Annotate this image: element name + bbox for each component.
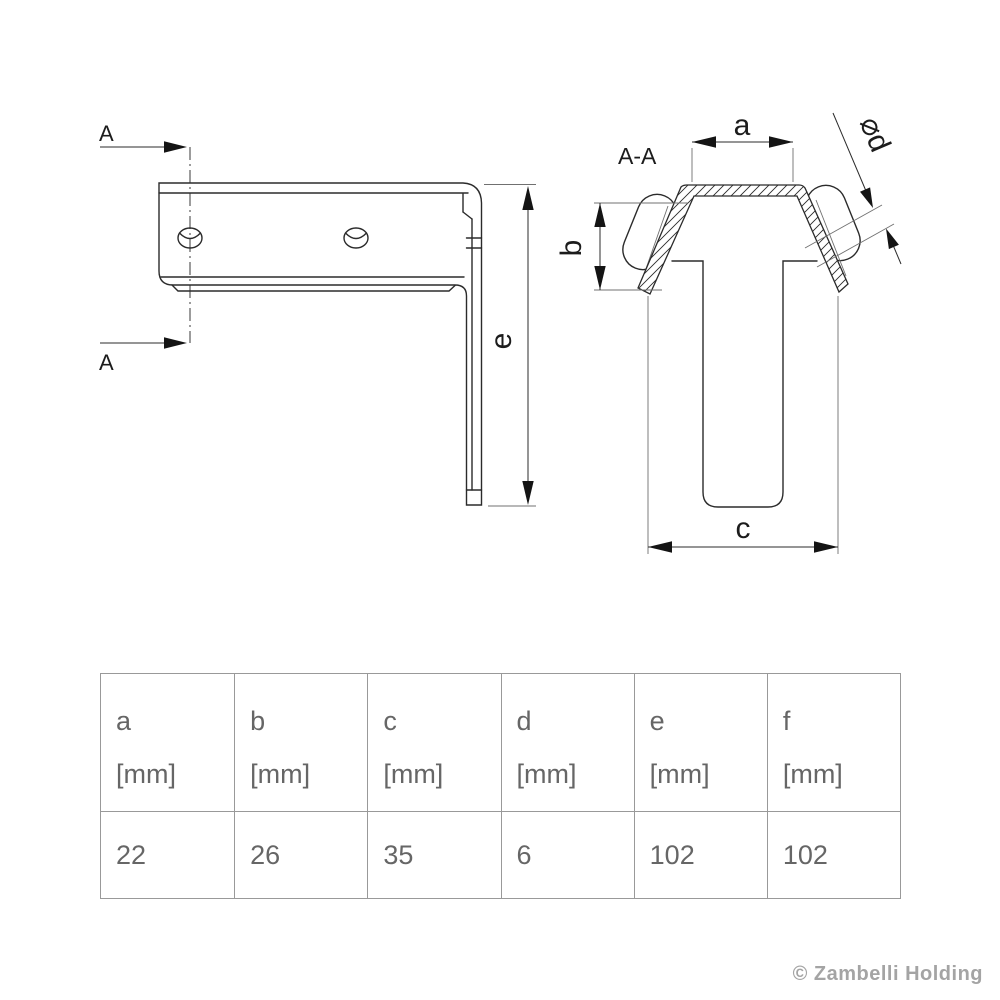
column-letter: c [383, 706, 397, 736]
column-letter: e [649, 706, 665, 736]
column-letter: f [782, 706, 791, 736]
column-unit: [mm] [649, 759, 710, 789]
copyright-notice: © Zambelli Holding [792, 963, 983, 985]
table-value-c: 35 [367, 811, 501, 898]
dimensions-table: a [mm] b [mm] c [mm] d [mm] e [mm] f [mm… [100, 673, 901, 899]
dimension-b: b [555, 202, 688, 291]
section-cut-label-bottom: A [99, 350, 114, 375]
dimension-a-label: a [734, 109, 751, 142]
table-value-a: 22 [101, 811, 235, 898]
dimension-a: a [691, 109, 794, 182]
column-unit: [mm] [250, 759, 311, 789]
column-unit: [mm] [516, 759, 577, 789]
dimension-e: e [484, 184, 536, 507]
section-cut-label-top: A [99, 121, 114, 146]
section-view: A-A a [555, 109, 902, 554]
section-view-title: A-A [618, 143, 657, 169]
table-header-e: e [mm] [633, 674, 767, 811]
table-header-a: a [mm] [101, 674, 234, 811]
side-view: A A [99, 121, 536, 507]
table-header-f: f [mm] [766, 674, 900, 811]
dimension-b-label: b [555, 240, 588, 257]
bracket-outline [158, 182, 483, 506]
column-unit: [mm] [116, 759, 176, 789]
mounting-hole-left [177, 227, 203, 249]
mounting-hole-right [343, 227, 369, 249]
column-unit: [mm] [383, 759, 444, 789]
dimension-d-label: ⌀d [853, 112, 897, 157]
section-cut-arrow-bottom [100, 337, 187, 349]
table-value-f: 102 [766, 811, 900, 898]
table-header-d: d [mm] [500, 674, 634, 811]
bracket-drawing: A A [99, 109, 902, 554]
table-header-b: b [mm] [234, 674, 367, 811]
section-cut-arrow-top [100, 141, 187, 153]
table-value-e: 102 [633, 811, 767, 898]
table-header-c: c [mm] [367, 674, 500, 811]
column-letter: b [250, 706, 266, 736]
dimension-c: c [647, 296, 839, 554]
table-value-d: 6 [500, 811, 634, 898]
column-letter: a [116, 706, 132, 736]
dimension-c-label: c [736, 512, 751, 545]
column-unit: [mm] [782, 759, 843, 789]
rib-body [671, 260, 818, 508]
dimension-e-label: e [485, 333, 518, 350]
hat-profile-section [637, 184, 849, 295]
column-letter: d [516, 706, 532, 736]
table-value-b: 26 [234, 811, 368, 898]
